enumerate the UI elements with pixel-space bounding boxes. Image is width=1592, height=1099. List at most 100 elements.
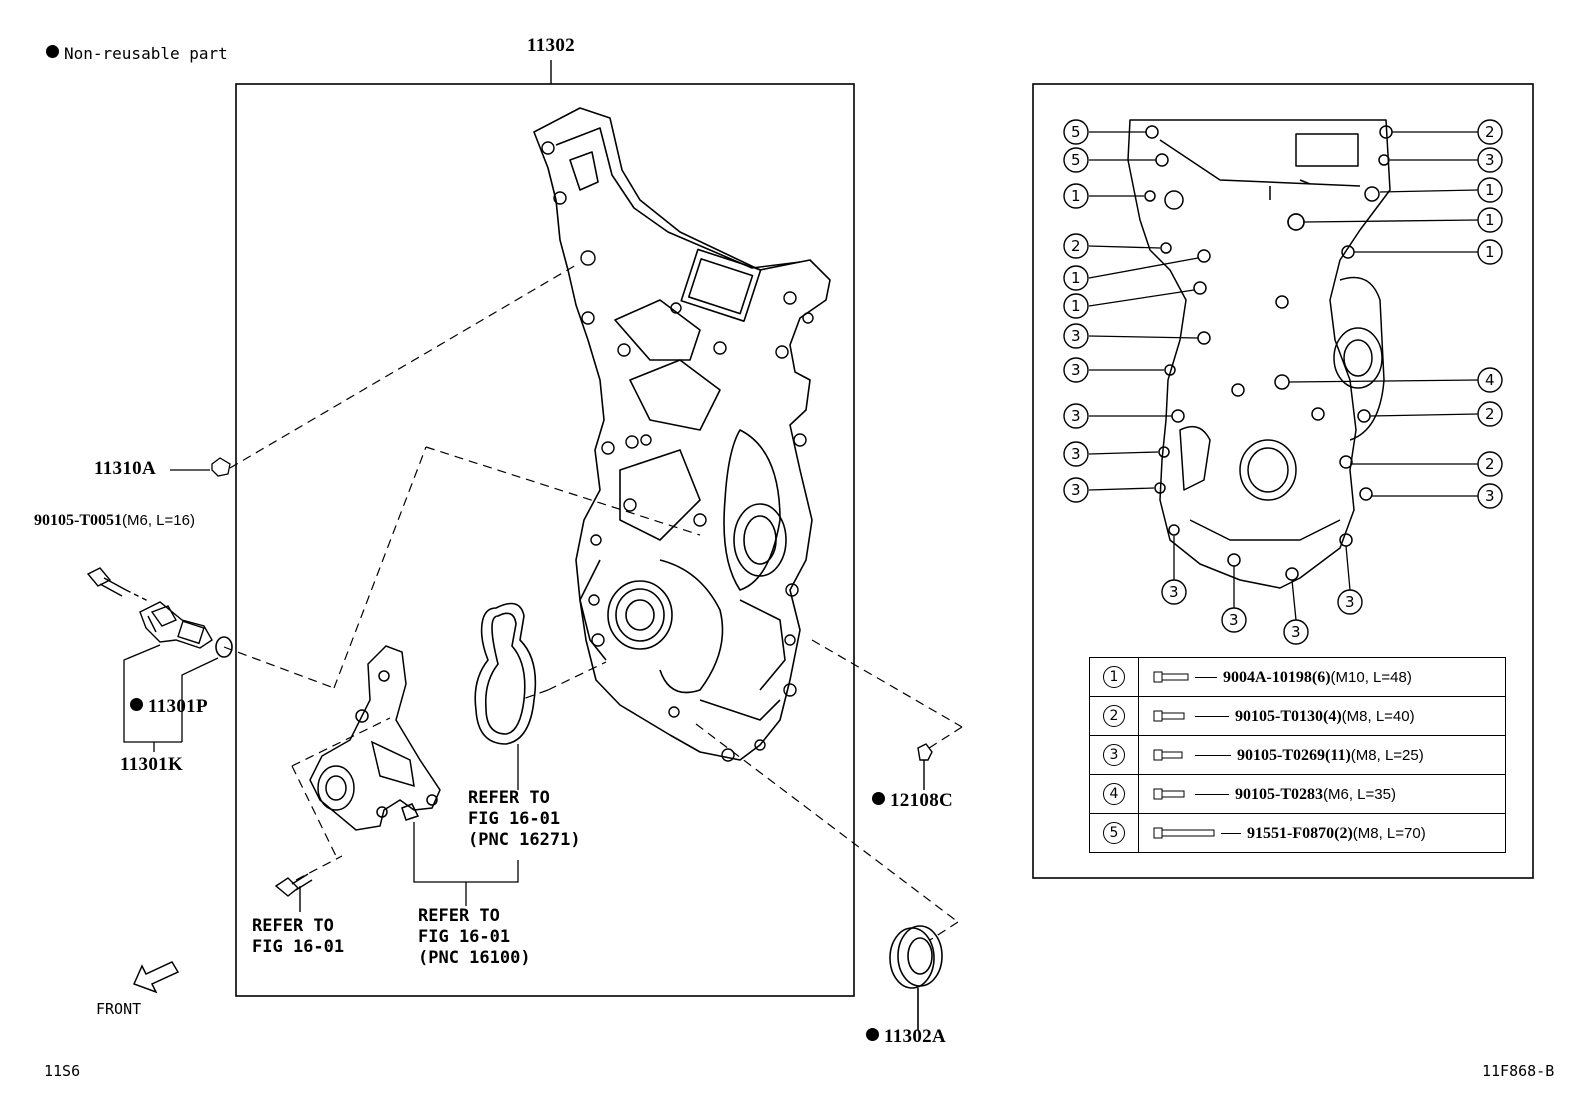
- table-row: 5 91551-F0870(2)(M8, L=70): [1089, 813, 1506, 853]
- bolt-index: 1: [1103, 666, 1125, 688]
- bolt-icon: [1153, 710, 1185, 722]
- non-reusable-dot-icon: [872, 792, 885, 805]
- water-pump: [309, 645, 441, 831]
- small-gasket-number: 12108C: [890, 790, 954, 811]
- bolt-icon: [1153, 827, 1215, 839]
- bolt-spec: (M8, L=25): [1350, 746, 1424, 764]
- sensor-bolt-spec: (M6, L=16): [122, 512, 195, 529]
- refer-note-pump[interactable]: REFER TO FIG 16-01 (PNC 16100): [418, 906, 531, 969]
- part-number-oil-seal[interactable]: 11302A: [866, 1026, 946, 1048]
- callout-number: 2: [1485, 405, 1495, 423]
- main-frame: [235, 83, 855, 997]
- timing-cover-illustration: [533, 107, 831, 761]
- legend: Non-reusable part: [46, 44, 228, 63]
- plug: [170, 457, 231, 477]
- bolt-qty: (6): [1311, 668, 1331, 686]
- bolt-index: 2: [1103, 705, 1125, 727]
- non-reusable-dot-icon: [866, 1028, 879, 1041]
- callout-circles: [1063, 119, 1503, 645]
- bolt-icon: [1153, 788, 1185, 800]
- bolt-location-leaders: [1088, 131, 1479, 621]
- footer-right: 11F868-B: [1482, 1062, 1555, 1080]
- bolt-location-frame: [1032, 83, 1534, 879]
- part-number-sensor-assy[interactable]: 11301K: [120, 754, 184, 775]
- callout-number: 5: [1071, 123, 1081, 141]
- part-number-plug[interactable]: 11310A: [94, 458, 156, 479]
- bolt-index: 3: [1103, 744, 1125, 766]
- refer-line: FIG 16-01: [468, 809, 561, 829]
- bolt-location-holes: [1144, 125, 1393, 581]
- bolt-spec: (M10, L=48): [1330, 668, 1412, 686]
- callout-number: 1: [1071, 269, 1081, 287]
- callout-number: 2: [1485, 123, 1495, 141]
- callout-number: 3: [1071, 361, 1081, 379]
- cover-bolt-holes: [541, 141, 814, 762]
- front-arrow: [132, 961, 180, 994]
- bolt-spec: (M6, L=35): [1323, 785, 1396, 803]
- refer-line: FIG 16-01: [418, 927, 511, 947]
- small-gasket: [917, 743, 933, 790]
- part-number-sensor-bolt[interactable]: 90105-T0051(M6, L=16): [34, 510, 195, 530]
- oil-seal: [889, 925, 943, 1030]
- oil-seal-number: 11302A: [884, 1026, 946, 1047]
- sensor-bolt-number: 90105-T0051: [34, 512, 122, 529]
- front-label: FRONT: [96, 1000, 142, 1018]
- callout-number: 3: [1071, 445, 1081, 463]
- refer-line: (PNC 16271): [468, 830, 581, 850]
- table-row: 2 90105-T0130(4)(M8, L=40): [1089, 696, 1506, 736]
- bolt-qty: (11): [1325, 746, 1351, 764]
- bolt-index: 4: [1103, 783, 1125, 805]
- callout-number: 1: [1071, 187, 1081, 205]
- refer-note-gasket[interactable]: REFER TO FIG 16-01 (PNC 16271): [468, 788, 581, 851]
- callout-number: 5: [1071, 151, 1081, 169]
- table-row: 4 90105-T0283(M6, L=35): [1089, 774, 1506, 814]
- callout-number: 3: [1229, 611, 1239, 629]
- non-reusable-dot-icon: [46, 45, 59, 58]
- callout-number: 3: [1071, 407, 1081, 425]
- bolt-qty: (2): [1334, 824, 1353, 842]
- callout-number: 3: [1169, 583, 1179, 601]
- callout-number: 3: [1071, 481, 1081, 499]
- part-number-cover[interactable]: 11302: [527, 35, 575, 56]
- oring-number: 11301P: [148, 696, 208, 717]
- refer-line: FIG 16-01: [252, 937, 345, 957]
- refer-note-pump-bolt[interactable]: REFER TO FIG 16-01: [252, 916, 344, 958]
- callout-number: 2: [1071, 237, 1081, 255]
- bolt-location-illustration: [1127, 119, 1391, 589]
- bolt-qty: (4): [1323, 707, 1342, 725]
- bolt-index: 5: [1103, 822, 1125, 844]
- bolt-part-number[interactable]: 91551-F0870: [1247, 824, 1335, 842]
- table-row: 3 90105-T0269(11)(M8, L=25): [1089, 735, 1506, 775]
- refer-line: (PNC 16100): [418, 948, 531, 968]
- bolt-part-number[interactable]: 90105-T0130: [1235, 707, 1323, 725]
- part-number-oring[interactable]: 11301P: [130, 696, 208, 718]
- callout-number: 1: [1485, 181, 1495, 199]
- bolt-part-number[interactable]: 90105-T0269: [1237, 746, 1325, 764]
- legend-label: Non-reusable part: [64, 44, 228, 63]
- callout-number: 2: [1485, 455, 1495, 473]
- callout-number: 1: [1485, 243, 1495, 261]
- bolt-part-number[interactable]: 9004A-10198: [1223, 668, 1312, 686]
- footer-left: 11S6: [44, 1062, 81, 1080]
- refer-line: REFER TO: [252, 916, 334, 936]
- water-pump-gasket: [474, 602, 537, 745]
- bolt-table: 1 9004A-10198(6)(M10, L=48) 2 90105-T013…: [1089, 657, 1506, 853]
- callout-number: 1: [1071, 297, 1081, 315]
- cam-position-sensor: [139, 601, 213, 649]
- bolt-icon: [1153, 749, 1183, 761]
- non-reusable-dot-icon: [130, 698, 143, 711]
- assembly-guide-lines: [223, 264, 963, 941]
- callout-number: 3: [1485, 151, 1495, 169]
- refer-line: REFER TO: [418, 906, 500, 926]
- bolt-icon: [1153, 671, 1189, 683]
- callout-number: 3: [1485, 487, 1495, 505]
- part-number-small-gasket[interactable]: 12108C: [872, 790, 953, 812]
- sensor-leaders: [123, 644, 219, 752]
- table-row: 1 9004A-10198(6)(M10, L=48): [1089, 657, 1506, 697]
- callout-number: 4: [1485, 371, 1495, 389]
- callout-number: 3: [1071, 327, 1081, 345]
- pump-bolt: [274, 873, 313, 912]
- bolt-part-number[interactable]: 90105-T0283: [1235, 785, 1323, 803]
- refer-line: REFER TO: [468, 788, 550, 808]
